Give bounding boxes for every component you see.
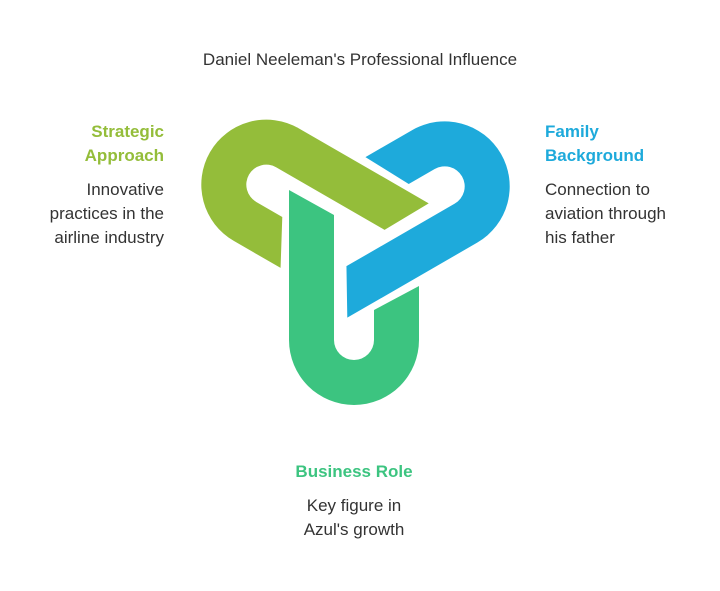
section-description: Connection to aviation through his fathe… (545, 180, 666, 247)
section-heading: Business Role (295, 462, 413, 481)
link-business (289, 190, 419, 405)
link-family (346, 121, 510, 318)
section-heading: Family Background (545, 122, 645, 165)
diagram-title: Daniel Neeleman's Professional Influence (202, 50, 518, 69)
section-family-background: Family Background Connection to aviation… (545, 120, 715, 250)
section-strategic-approach: Strategic Approach Innovative practices … (4, 120, 164, 250)
section-description: Innovative practices in the airline indu… (49, 180, 164, 247)
section-description: Key figure in Azul's growth (303, 496, 405, 539)
link-strategic (201, 119, 429, 268)
section-business-role: Business Role Key figure in Azul's growt… (250, 460, 458, 542)
section-heading: Strategic Approach (84, 122, 164, 165)
